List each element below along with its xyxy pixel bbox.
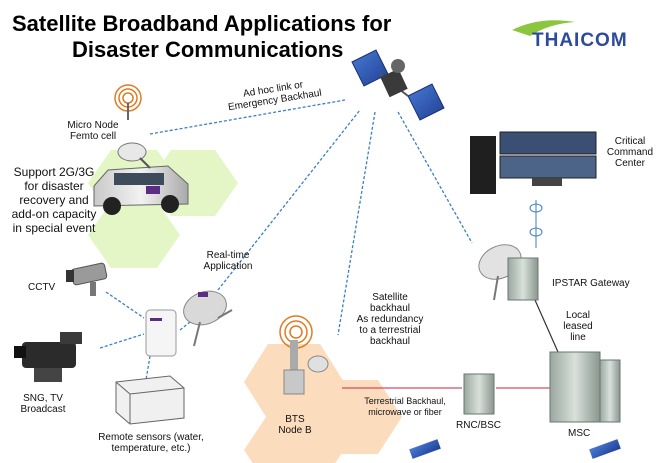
support-line-3: recovery and [19, 193, 89, 207]
sat-backhaul-line-3: As redundancy [356, 314, 424, 325]
rnc-bsc-label: RNC/BSC [456, 420, 502, 431]
sensors-line-1: Remote sensors (water, [98, 432, 204, 443]
sat-backhaul-line-5: backhaul [369, 336, 411, 347]
small-satellites [409, 439, 621, 459]
realtime-label: Real-time Application [190, 250, 266, 272]
command-center-line-1: Critical [614, 136, 646, 147]
cctv-label: CCTV [28, 282, 56, 293]
sat-backhaul-line-4: to a terrestrial [359, 325, 421, 336]
sat-backhaul-line-1: Satellite [372, 292, 408, 303]
satellite-icon [351, 49, 445, 121]
dashed-links [99, 99, 473, 381]
cctv-camera-icon [66, 262, 108, 296]
leased-line-3: line [570, 332, 586, 343]
title-line-2: Disaster Communications [72, 37, 344, 62]
modem-icon [145, 309, 177, 357]
leased-line-2: leased [563, 321, 593, 332]
bts-line-1: BTS [285, 414, 305, 425]
cell-tower-icon [279, 315, 329, 395]
ipstar-gateway-label: IPSTAR Gateway [552, 278, 630, 289]
vehicle-icon [93, 142, 189, 215]
support-line-5: in special event [12, 221, 96, 235]
brand-name: THAICOM [532, 30, 628, 51]
bts-label: BTS Node B [270, 414, 320, 436]
realtime-line-2: Application [203, 261, 253, 272]
satellite-dish-icon [183, 290, 233, 347]
micro-node-line-1: Micro Node [67, 120, 119, 131]
sat-backhaul-label: Satellite backhaul As redundancy to a te… [344, 292, 436, 347]
support-text: Support 2G/3G for disaster recovery and … [2, 165, 106, 235]
thaicom-logo [512, 20, 575, 36]
micro-node-line-2: Femto cell [69, 131, 117, 142]
sensors-line-2: temperature, etc.) [111, 443, 191, 454]
server-rack-icon [463, 257, 621, 423]
support-line-4: add-on capacity [11, 207, 97, 221]
sng-label: SNG, TV Broadcast [10, 393, 76, 415]
command-center-line-3: Center [614, 158, 645, 169]
video-camera-icon [14, 332, 82, 382]
command-center-line-2: Command [606, 147, 654, 158]
command-center-label: Critical Command Center [604, 136, 656, 169]
monitor-icon [470, 131, 597, 194]
msc-label: MSC [568, 428, 591, 439]
sensors-label: Remote sensors (water, temperature, etc.… [76, 432, 226, 454]
leased-line-1: Local [566, 310, 590, 321]
realtime-line-1: Real-time [206, 250, 250, 261]
sng-line-2: Broadcast [20, 404, 66, 415]
terrestrial-line-2: microwave or fiber [368, 407, 442, 417]
micro-node-label: Micro Node Femto cell [52, 120, 134, 142]
support-line-2: for disaster [24, 179, 84, 193]
bts-line-2: Node B [278, 425, 312, 436]
title-line-1: Satellite Broadband Applications for [12, 11, 392, 36]
leased-line-label: Local leased line [556, 310, 600, 343]
terrestrial-line-1: Terrestrial Backhaul, [364, 396, 446, 406]
leased-line [534, 299, 559, 353]
sng-line-1: SNG, TV [23, 393, 63, 404]
terrestrial-label: Terrestrial Backhaul, microwave or fiber [350, 396, 460, 418]
support-line-1: Support 2G/3G [13, 165, 95, 179]
sensor-box-icon [115, 375, 185, 425]
fiber-markers [529, 200, 543, 248]
sat-backhaul-line-2: backhaul [369, 303, 411, 314]
antenna-icon [114, 84, 142, 120]
